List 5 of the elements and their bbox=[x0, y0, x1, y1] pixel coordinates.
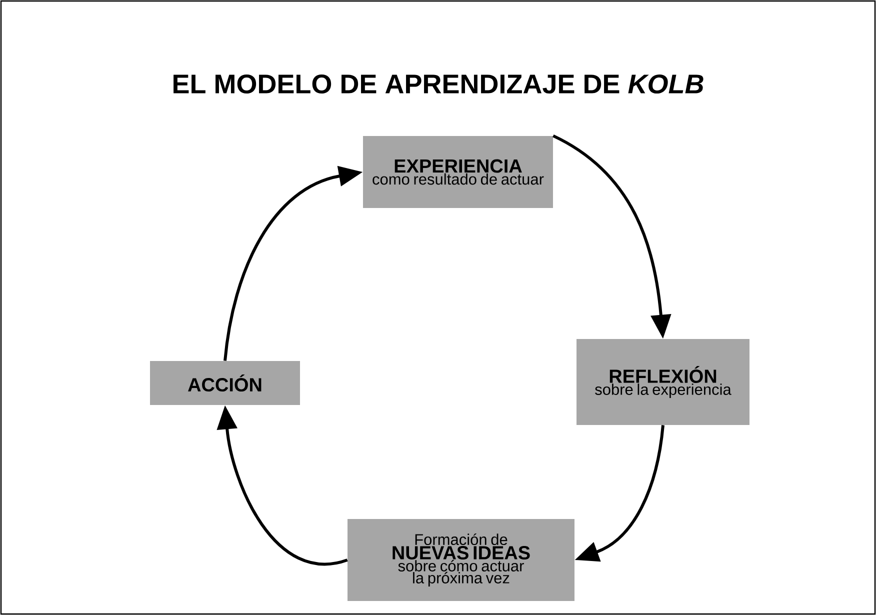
stage-box: REFLEXIÓN sobre la experiencia bbox=[576, 339, 750, 425]
stage-box: EXPERIENCIA como resultado de actuar bbox=[363, 136, 553, 208]
title: EL MODELO DE APRENDIZAJE DE KOLB bbox=[174, 74, 704, 94]
stage-box: Formación de NUEVAS IDEAS sobre cómo actuar la próxima vez bbox=[348, 519, 574, 601]
stage-box: ACCIÓN bbox=[150, 361, 300, 405]
